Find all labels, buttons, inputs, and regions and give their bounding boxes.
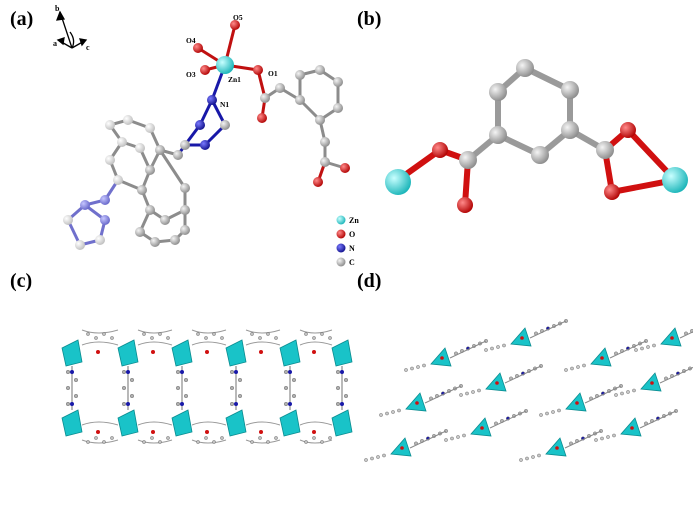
packing-unit	[634, 327, 693, 352]
legend-o-swatch	[336, 229, 346, 239]
packing-unit	[564, 339, 648, 372]
packing-unit	[539, 384, 623, 417]
panel-d-packing-view	[364, 319, 693, 462]
element-legend: Zn O N C	[336, 215, 359, 267]
legend-zn-label: Zn	[349, 216, 359, 225]
label-o3: O3	[186, 70, 196, 79]
axis-triad	[56, 10, 88, 49]
panel-c-chain-view	[61, 329, 353, 444]
packing-unit	[459, 364, 543, 397]
chain-unit	[331, 339, 353, 437]
panel-label-c: (c)	[10, 270, 33, 292]
packing-unit	[379, 384, 463, 417]
legend-c-label: C	[349, 258, 355, 267]
panel-a-structure: b a c	[53, 4, 359, 267]
packing-unit	[519, 429, 603, 462]
label-o1: O1	[268, 69, 278, 78]
atoms-grey-light	[63, 115, 155, 250]
chain-unit	[171, 329, 227, 444]
faded-bonds	[66, 179, 120, 247]
carbon-bonds	[108, 68, 346, 244]
label-zn1: Zn1	[228, 75, 241, 84]
axis-label-a: a	[53, 39, 57, 48]
chain-unit	[279, 329, 333, 444]
panel-label-b: (b)	[357, 8, 382, 30]
label-n1: N1	[220, 100, 229, 109]
packing-unit	[484, 319, 568, 352]
chain-unit	[225, 329, 281, 444]
legend-n-label: N	[349, 244, 355, 253]
packing-unit	[594, 409, 678, 442]
chain-unit	[61, 329, 119, 444]
axis-label-c: c	[86, 43, 90, 52]
legend-c-swatch	[336, 257, 346, 267]
legend-o-label: O	[349, 230, 355, 239]
oxygen-bonds	[197, 24, 327, 183]
packing-unit	[404, 339, 488, 372]
panel-label-d: (d)	[357, 270, 382, 292]
packing-unit	[444, 409, 528, 442]
atoms-nitrogen-faded	[80, 195, 110, 225]
panel-b-coordination-mode	[385, 59, 688, 213]
panel-label-a: (a)	[10, 8, 34, 30]
axis-label-b: b	[55, 4, 60, 13]
packing-unit	[364, 429, 448, 462]
packing-unit	[614, 366, 693, 397]
legend-zn-swatch	[336, 215, 346, 225]
legend-n-swatch	[336, 243, 346, 253]
atom-zn1	[216, 56, 234, 74]
atoms-nitrogen	[195, 95, 217, 150]
chain-unit	[117, 329, 173, 444]
atoms-oxygen	[193, 20, 350, 187]
atoms-grey	[135, 65, 343, 247]
label-o5: O5	[233, 13, 243, 22]
label-o4: O4	[186, 36, 196, 45]
